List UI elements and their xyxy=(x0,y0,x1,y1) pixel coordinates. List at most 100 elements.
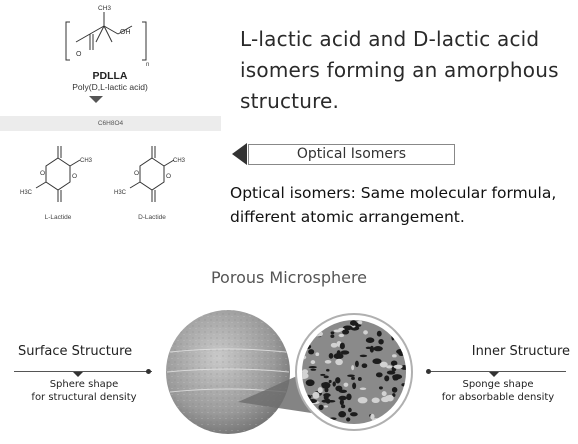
inner-leader-line xyxy=(428,371,566,372)
surface-leader-dot xyxy=(146,369,151,374)
sponge-pore xyxy=(333,353,344,360)
ring-oxygen-label: O xyxy=(40,170,45,177)
sponge-pore xyxy=(365,337,375,343)
d-ch3-label: CH3 xyxy=(173,158,186,164)
sponge-pore xyxy=(308,322,315,328)
d-h3c-label: H3C xyxy=(114,190,127,196)
d-lactide-label: D-Lactide xyxy=(138,214,166,221)
sponge-pore xyxy=(332,381,336,387)
sponge-pore xyxy=(397,328,403,331)
sponge-pore xyxy=(315,352,320,357)
sponge-pore xyxy=(392,374,400,381)
sponge-pore xyxy=(357,377,362,381)
sponge-pore xyxy=(340,350,350,355)
sponge-pore xyxy=(308,365,317,369)
sponge-pore xyxy=(369,345,374,353)
sponge-pore xyxy=(404,320,406,324)
oxygen-atom-label: O xyxy=(76,51,82,58)
sponge-pore xyxy=(326,368,330,372)
molecular-formula: C6H8O4 xyxy=(0,116,221,131)
sponge-pore xyxy=(339,399,344,406)
sponge-pore xyxy=(339,342,345,350)
sponge-pore xyxy=(328,379,332,384)
sponge-pore xyxy=(349,320,357,326)
sponge-pore xyxy=(330,331,335,335)
sponge-pore xyxy=(378,338,384,345)
ring-oxygen-label: O xyxy=(72,173,77,180)
surface-desc-line1: Sphere shape xyxy=(49,379,119,390)
left-arrow-icon xyxy=(232,143,247,165)
sponge-pore xyxy=(310,360,316,365)
l-ch3-label: CH3 xyxy=(80,158,93,164)
sponge-pore xyxy=(323,405,328,408)
sponge-pore xyxy=(343,382,349,387)
l-h3c-label: H3C xyxy=(20,190,33,196)
sponge-pore xyxy=(321,382,326,387)
sponge-pore xyxy=(379,361,388,368)
sponge-pore xyxy=(390,360,398,366)
sponge-pore xyxy=(323,393,331,398)
sponge-pore xyxy=(381,391,387,397)
surface-structure-desc: Sphere shape for structural density xyxy=(14,378,154,404)
inner-leader-dot xyxy=(426,369,431,374)
sponge-pore xyxy=(324,359,332,364)
inner-desc-line2: for absorbable density xyxy=(441,392,555,403)
hydroxyl-label: OH xyxy=(120,29,131,36)
sponge-pore xyxy=(348,407,352,413)
sponge-pore xyxy=(315,320,323,322)
d-lactide-ring xyxy=(129,146,175,202)
sponge-pore xyxy=(376,330,382,337)
inner-sponge-image xyxy=(295,313,413,431)
pdlla-name: PDLLA xyxy=(92,70,128,82)
sponge-pore xyxy=(357,320,363,325)
down-arrow-icon xyxy=(89,96,103,103)
sponge-pore xyxy=(340,404,346,409)
sponge-pore xyxy=(371,397,380,404)
surface-pointer-icon xyxy=(73,372,83,377)
sponge-pore xyxy=(378,386,383,390)
sponge-pore xyxy=(386,370,396,375)
sponge-pore xyxy=(328,353,334,359)
sponge-pore xyxy=(384,375,390,382)
sponge-pore xyxy=(310,368,317,371)
sponge-pore xyxy=(386,365,393,369)
sponge-pore xyxy=(393,364,403,369)
methyl-label: CH3 xyxy=(98,5,111,12)
pdlla-full-name: Poly(D,L-lactic acid) xyxy=(72,82,148,92)
sponge-pore xyxy=(335,358,343,366)
sponge-pore xyxy=(323,375,329,379)
sponge-pore xyxy=(335,385,343,392)
sponge-pore xyxy=(347,374,355,377)
optical-isomers-tag: Optical Isomers xyxy=(248,144,455,165)
l-lactide-ring xyxy=(35,146,81,202)
sponge-pore xyxy=(361,363,368,369)
sponge-pore xyxy=(346,393,352,401)
sponge-pore xyxy=(346,417,351,422)
sponge-pore xyxy=(359,354,368,358)
ring-oxygen-label: O xyxy=(134,170,139,177)
microsphere-image xyxy=(166,310,290,434)
sponge-pore xyxy=(324,387,329,393)
sponge-pore xyxy=(302,369,309,375)
sponge-pore xyxy=(335,377,341,384)
sponge-pore xyxy=(302,331,307,336)
sponge-pore xyxy=(338,395,347,401)
sponge-pore xyxy=(398,413,406,420)
sponge-pore xyxy=(338,411,347,418)
sponge-pore xyxy=(320,373,326,376)
inner-pointer-icon xyxy=(489,372,499,377)
surface-structure-title: Surface Structure xyxy=(18,344,133,359)
sponge-pore xyxy=(302,372,309,379)
sponge-pore xyxy=(391,387,398,393)
sponge-pore xyxy=(330,342,338,348)
sponge-pore xyxy=(355,324,362,327)
pdlla-structure xyxy=(65,12,147,61)
l-lactide-label: L-Lactide xyxy=(44,214,72,221)
polymer-subscript-n: n xyxy=(146,62,149,68)
sponge-pore xyxy=(308,325,313,329)
sponge-pore xyxy=(333,329,342,333)
sponge-pore xyxy=(350,412,358,417)
sponge-pore xyxy=(363,330,368,335)
sponge-pore xyxy=(381,396,390,403)
